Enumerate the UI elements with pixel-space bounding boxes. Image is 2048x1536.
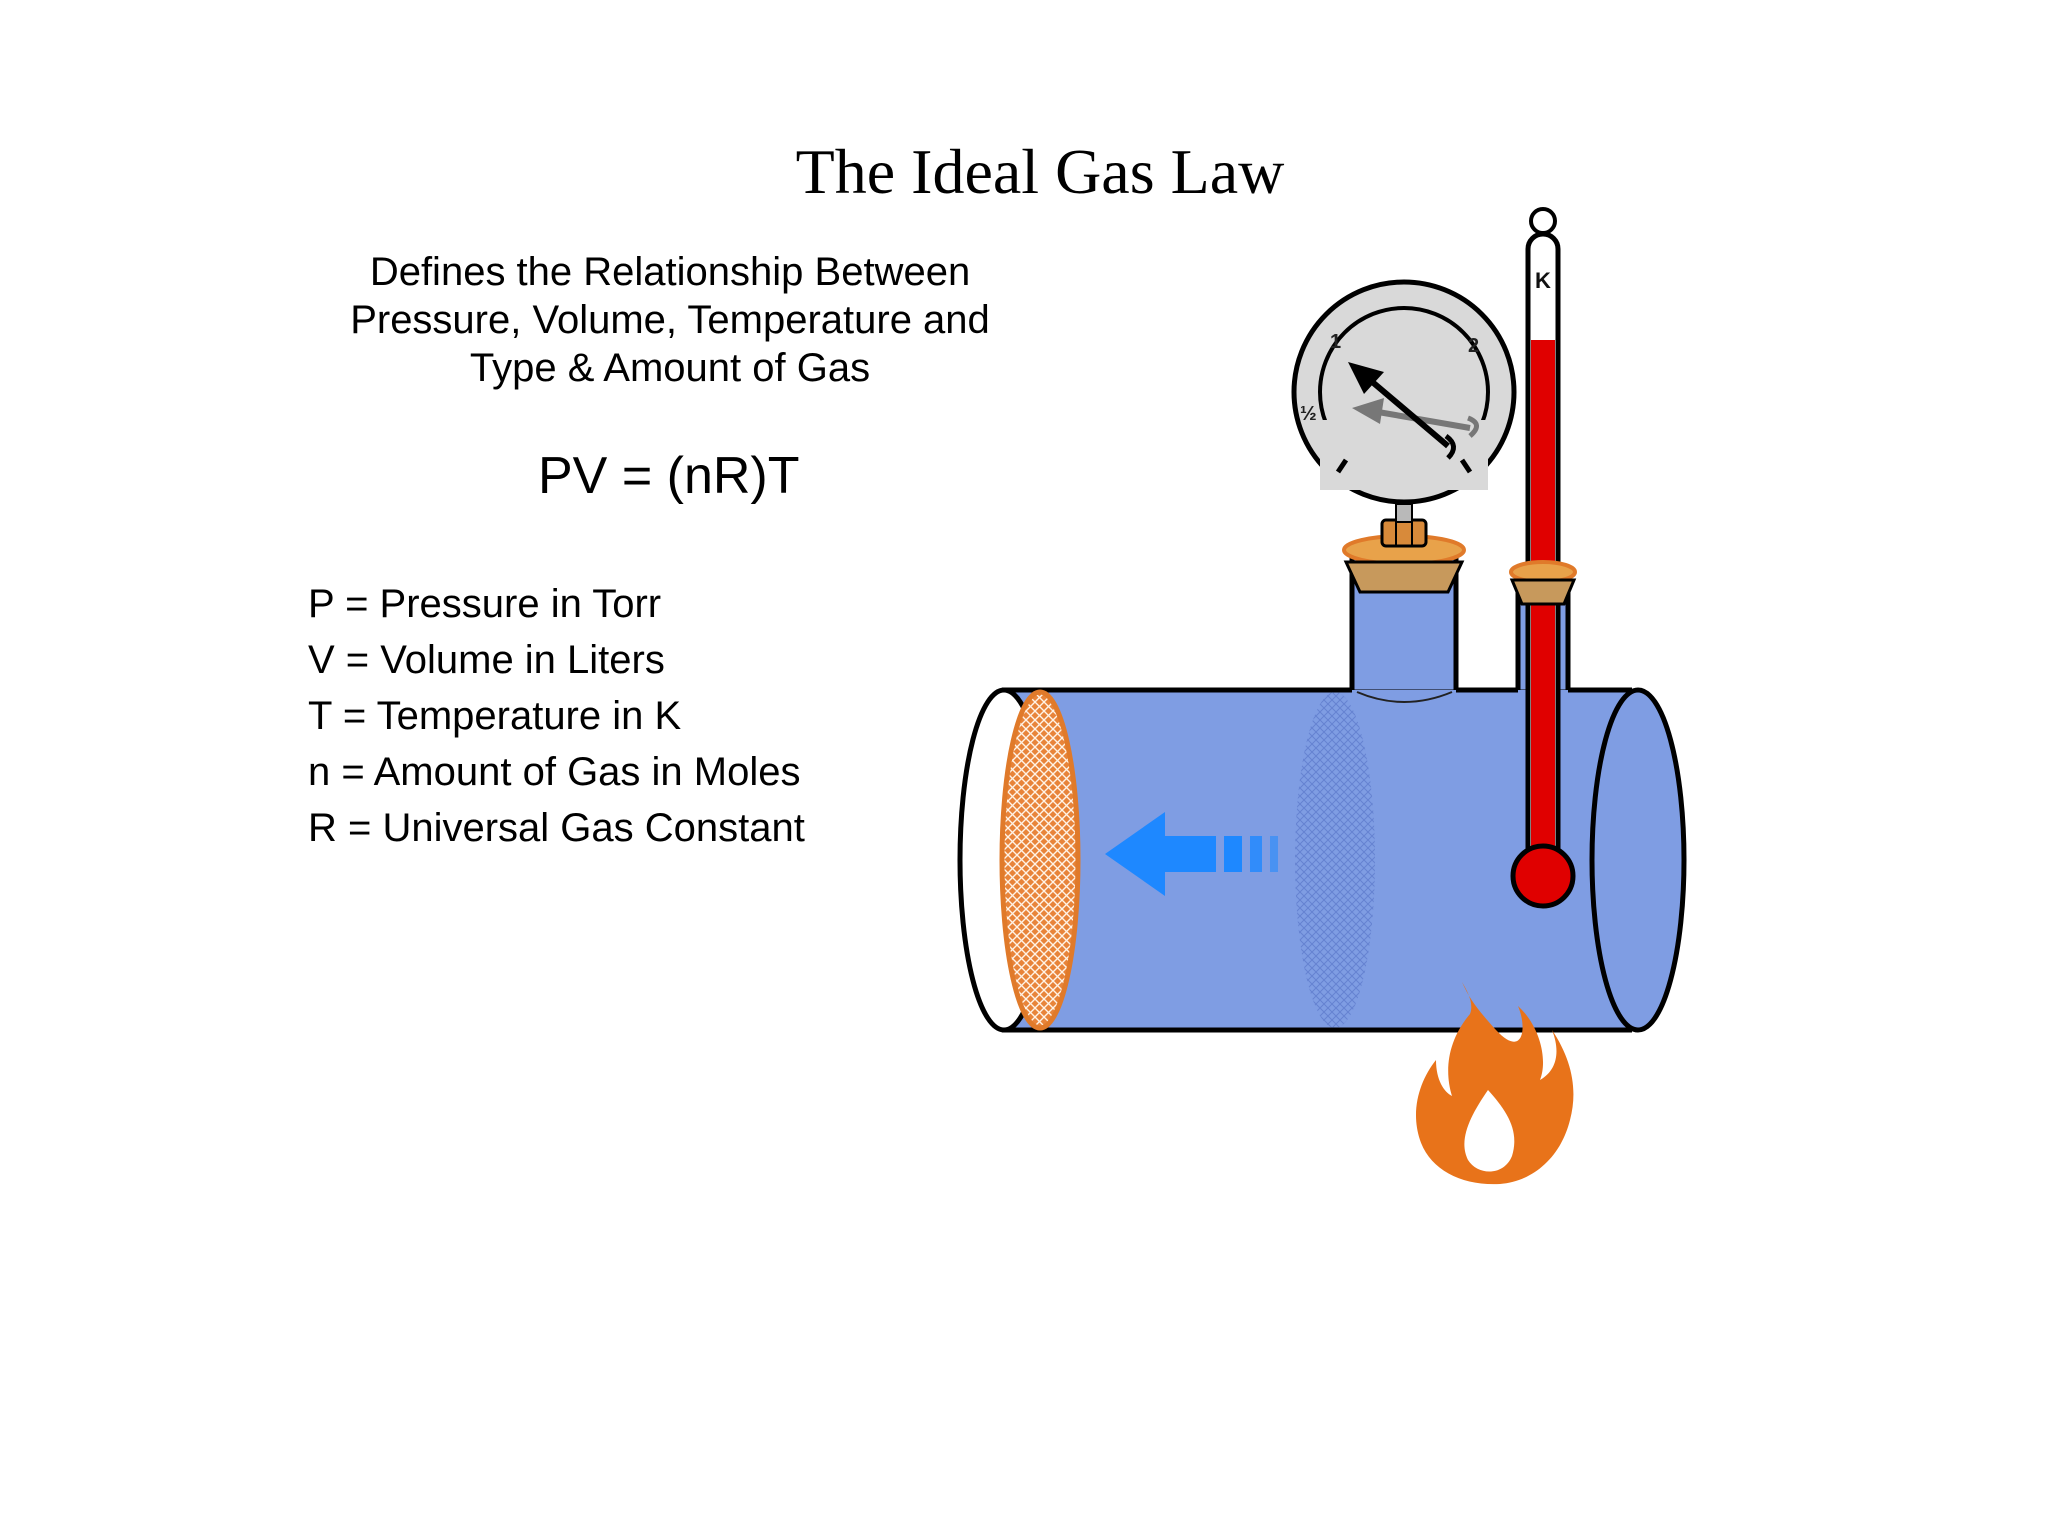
gauge-label-half: ½ [1300,403,1317,425]
thermometer-bulb [1510,843,1576,909]
pressure-gauge: ½ 1 2 [1291,279,1517,505]
gauge-label-two: 2 [1468,335,1479,357]
variable-definitions: P = Pressure in Torr V = Volume in Liter… [308,576,805,856]
definition-pressure: P = Pressure in Torr [308,582,662,626]
flame-icon [1415,982,1574,1185]
subtitle-line: Defines the Relationship Between [369,250,971,294]
subtitle-line: Pressure, Volume, Temperature and [350,298,990,342]
piston-direction-arrow [1105,812,1278,896]
ideal-gas-equation: PV = (nR)T [538,447,800,505]
definition-temperature: T = Temperature in K [308,694,682,738]
previous-piston-position [1295,692,1375,1028]
definition-amount: n = Amount of Gas in Moles [308,750,801,794]
gauge-fitting [1342,503,1466,594]
definition-gas-constant: R = Universal Gas Constant [308,806,805,850]
gauge-label-one: 1 [1330,331,1341,353]
piston [999,689,1081,1031]
definition-volume: V = Volume in Liters [308,638,665,682]
thermometer: K [1509,207,1577,909]
thermometer-unit-label: K [1535,268,1551,293]
subtitle-line: Type & Amount of Gas [469,346,871,390]
slide-title: The Ideal Gas Law [795,136,1285,207]
subtitle: Defines the Relationship Between Pressur… [290,248,1050,392]
